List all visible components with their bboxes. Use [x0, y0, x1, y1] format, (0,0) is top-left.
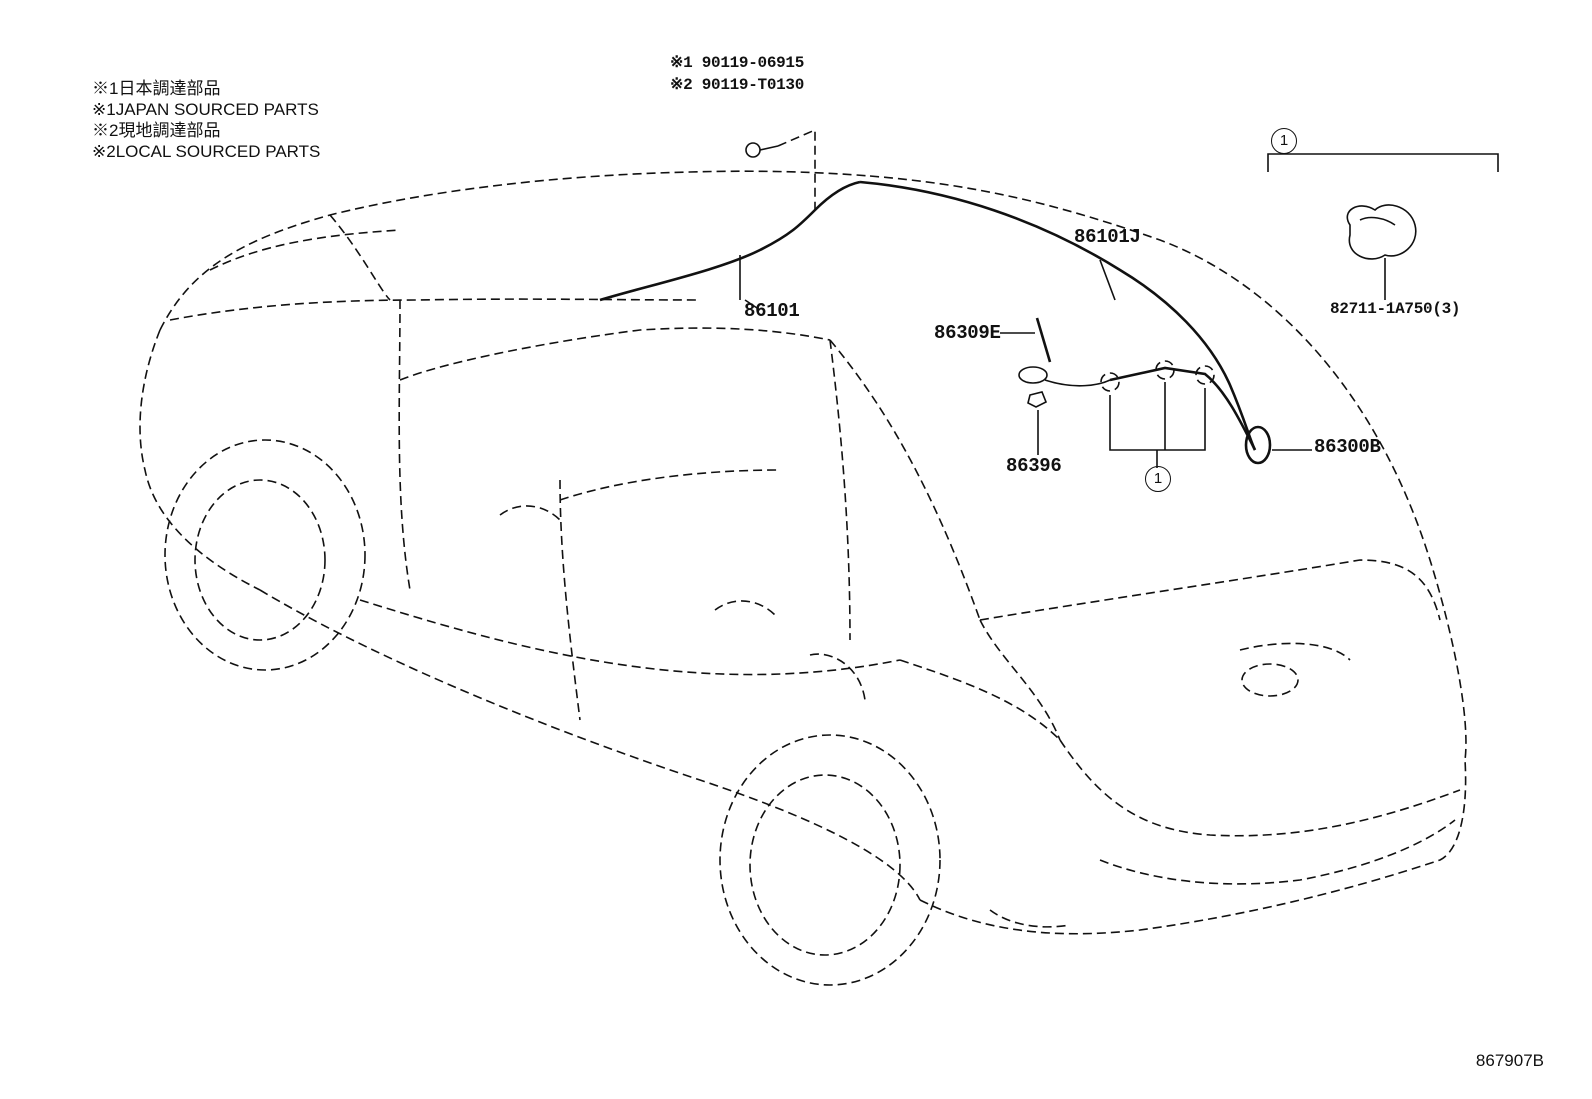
callout-86309E: 86309E	[934, 322, 1001, 344]
car-body-outline	[139, 170, 1467, 935]
antenna-cord-86101J	[859, 180, 1257, 451]
antenna-cord-86101	[599, 180, 861, 302]
connector-icon	[1244, 425, 1312, 465]
rod-antenna-icon	[1000, 317, 1111, 387]
note-line: ※2LOCAL SOURCED PARTS	[92, 142, 321, 161]
reference-circle-1: 1	[1145, 466, 1171, 492]
callout-86396: 86396	[1006, 455, 1062, 477]
front-left-wheel	[164, 439, 366, 671]
sourcing-notes: ※1日本調達部品 ※1JAPAN SOURCED PARTS ※2現地調達部品 …	[92, 78, 320, 162]
clip-set-bracket	[1267, 153, 1499, 300]
callout-86101: 86101	[744, 300, 800, 322]
bolt-part-number-1: ※1 90119-06915	[670, 54, 805, 72]
reference-circle-1: 1	[1271, 128, 1297, 154]
note-line: ※1日本調達部品	[92, 79, 221, 98]
callout-86101J: 86101J	[1074, 226, 1141, 248]
rear-left-wheel	[719, 734, 941, 986]
callout-82711: 82711-1A750(3)	[1330, 300, 1461, 318]
diagram-code: 867907B	[1475, 1051, 1544, 1070]
nut-icon	[1027, 391, 1048, 455]
callout-86300B: 86300B	[1314, 436, 1381, 458]
note-line: ※2現地調達部品	[92, 121, 221, 140]
cord-clamps	[1100, 360, 1257, 468]
note-line: ※1JAPAN SOURCED PARTS	[92, 100, 319, 119]
bolt-icon	[745, 128, 816, 210]
leader-86101	[744, 299, 761, 311]
bolt-part-number-2: ※2 90119-T0130	[670, 76, 805, 94]
